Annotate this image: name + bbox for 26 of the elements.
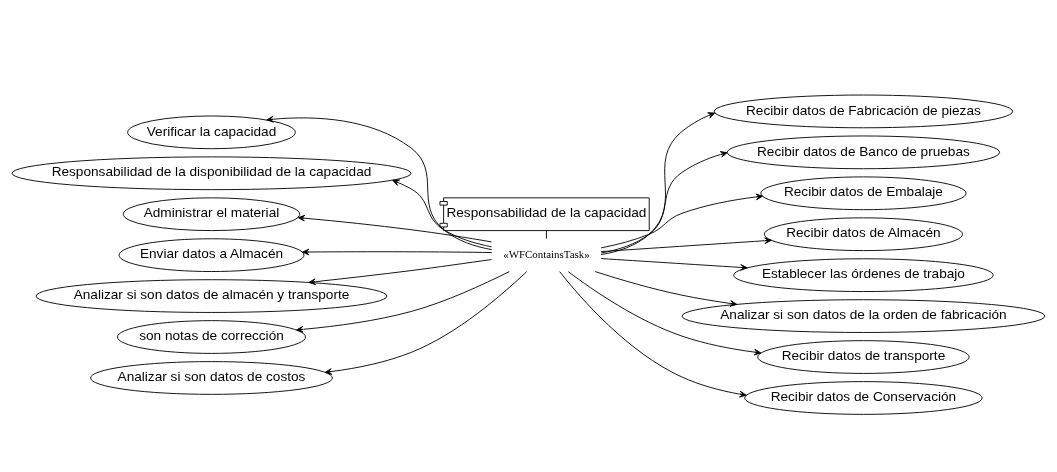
arrow: [559, 270, 747, 397]
arrow: [266, 115, 493, 250]
node-ellipse: Responsabilidad de la disponibilidad de la capacidad: [11, 155, 412, 190]
arrow: [600, 193, 763, 248]
arrow: [297, 214, 492, 242]
arrow: [600, 257, 748, 271]
node-ellipse: Recibir datos de Banco de pruebas: [726, 135, 1001, 169]
arrow: [600, 111, 716, 255]
node-ellipse: Recibir datos de Fabricación de piezas: [713, 94, 1014, 128]
node-ellipse: Establecer las órdenes de trabajo: [733, 257, 994, 292]
arrow: [302, 248, 493, 255]
node-text: «WFContainsTask»: [503, 247, 590, 260]
connector: [545, 229, 547, 239]
node-ellipse: Recibir datos de transporte: [757, 339, 970, 374]
arrow: [308, 258, 492, 285]
arrow: [600, 236, 772, 252]
arrow: [567, 270, 762, 355]
arrow: [324, 270, 528, 375]
node-ellipse: Enviar datos a Almacén: [118, 237, 305, 272]
arrow: [594, 270, 738, 307]
node-ellipse: Administrar el material: [122, 196, 301, 231]
node-ellipse: Recibir datos de Conservación: [744, 380, 983, 415]
arrow: [600, 150, 728, 253]
node-ellipse: Recibir datos de Embalaje: [760, 175, 967, 210]
arrow: [392, 179, 493, 247]
arrow: [296, 270, 510, 333]
